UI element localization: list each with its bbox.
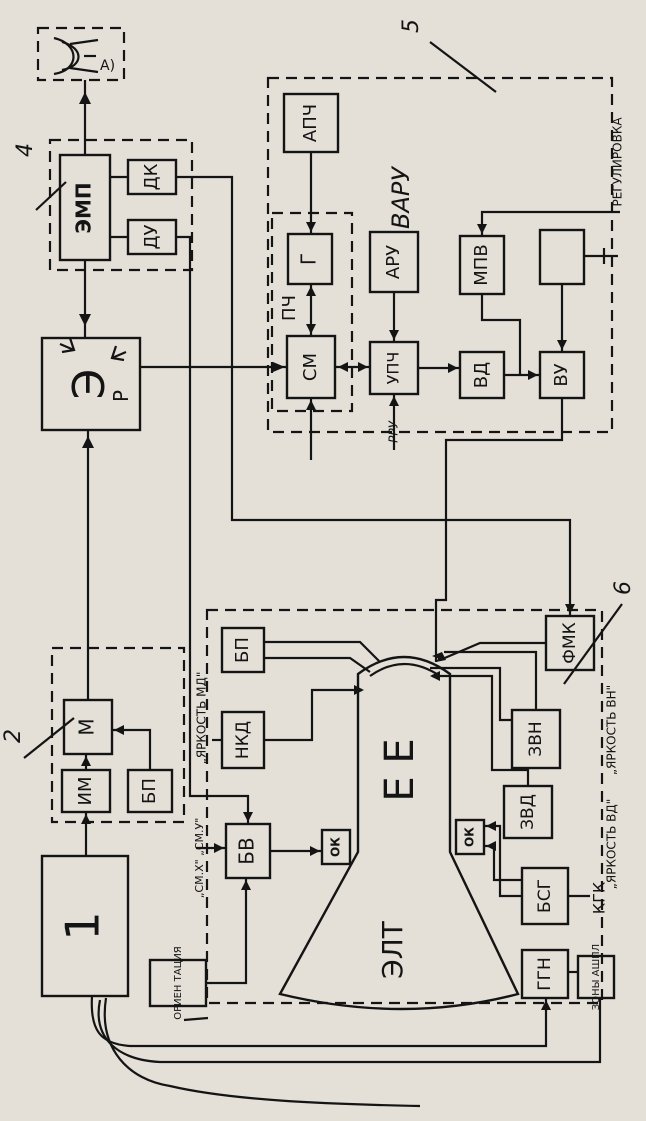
wire-bottom-3 xyxy=(103,997,421,1108)
label-orientation: ОРИЕН ТАЦИЯ xyxy=(173,946,184,1020)
label-synchronizer: 1 xyxy=(56,911,110,940)
tr-switch-arrow-1 xyxy=(59,337,76,354)
label-bp-modulator: БП xyxy=(139,778,160,804)
label-zvn: ЗВН xyxy=(526,721,546,756)
callout-5: 5 xyxy=(399,19,497,93)
label-zvd: ЗВД xyxy=(518,794,538,830)
label-sm: СМ xyxy=(300,353,321,381)
label-m: М xyxy=(75,718,99,735)
label-bv: БВ xyxy=(235,837,259,864)
callout-6: 6 xyxy=(563,581,636,685)
label-varu: ВАРУ xyxy=(387,166,415,229)
crt-screen-marks: Е Е xyxy=(377,738,423,801)
label-regulation: РЕГУЛИРОВКА xyxy=(611,117,625,207)
label-ggn: ГГН xyxy=(535,957,555,991)
svg-text:2: 2 xyxy=(1,729,26,743)
block-ok-top xyxy=(320,828,352,866)
label-rru: РРУ xyxy=(387,420,401,442)
label-upch: УПЧ xyxy=(384,352,403,385)
label-bright-vd: „ЯРКОСТЬ ВД" xyxy=(605,799,619,890)
label-vu: ВУ xyxy=(551,363,572,386)
label-pch: ПЧ xyxy=(279,295,300,321)
label-dk: ДК xyxy=(141,163,162,190)
label-bright-vn: „ЯРКОСТЬ ВН" xyxy=(605,685,619,775)
label-bp-indicator: БП xyxy=(232,637,253,663)
antenna-block: А) xyxy=(53,36,115,76)
svg-text:5: 5 xyxy=(399,19,424,33)
label-g: Г xyxy=(297,253,321,265)
label-r: Р xyxy=(109,390,133,402)
tr-switch-arrow-2 xyxy=(110,345,127,362)
block-tr-switch xyxy=(40,336,142,432)
label-kgk: КГК xyxy=(590,881,609,914)
antenna-frame xyxy=(36,26,126,82)
wire-vu-elt xyxy=(434,398,564,662)
group-border-4 xyxy=(48,138,194,272)
label-im: ИМ xyxy=(75,777,96,806)
wire-dk-fmk xyxy=(176,175,572,616)
block-zones xyxy=(576,954,616,1000)
callout-2: 2 xyxy=(1,717,75,759)
label-bright-md: „ЯРКОСТЬ МД" xyxy=(195,672,209,765)
label-sm-x-sm-u: „СМ.Х" „СМ.У" xyxy=(193,818,206,899)
label-ok-top: ОК xyxy=(329,837,343,857)
label-ok-bottom: ОК xyxy=(463,827,477,847)
label-aru: АРУ xyxy=(383,245,404,279)
label-tr-switch: Э xyxy=(64,369,115,400)
callout-4: 4 xyxy=(13,143,67,211)
antenna-label: А) xyxy=(100,58,115,74)
group-border-5 xyxy=(266,76,614,434)
label-vd: ВД xyxy=(471,362,492,388)
block-elt-crt xyxy=(278,655,520,1011)
block-unlabeled xyxy=(538,228,586,286)
group-border-2 xyxy=(50,646,186,824)
block-ok-bottom xyxy=(454,818,486,856)
wire-du-bv xyxy=(176,235,250,824)
label-elt: ЭЛТ xyxy=(376,920,409,979)
wire-bottom-1 xyxy=(90,995,548,1048)
wire-bottom-2 xyxy=(97,998,602,1064)
label-emp: ЭМП xyxy=(72,182,96,233)
svg-text:4: 4 xyxy=(13,143,38,157)
block-bp-indicator xyxy=(220,626,266,674)
label-apch: АПЧ xyxy=(300,104,321,142)
label-du: ДУ xyxy=(141,224,162,249)
label-mpv: МПВ xyxy=(471,244,492,285)
svg-text:6: 6 xyxy=(611,581,636,595)
label-bsg: БСГ xyxy=(535,879,555,913)
label-zones: ЗОНЫ АШПЛ xyxy=(591,944,602,1010)
label-nkd: НКД xyxy=(233,721,253,759)
crt-neck xyxy=(369,663,441,677)
label-fmk: ФМК xyxy=(560,622,580,663)
